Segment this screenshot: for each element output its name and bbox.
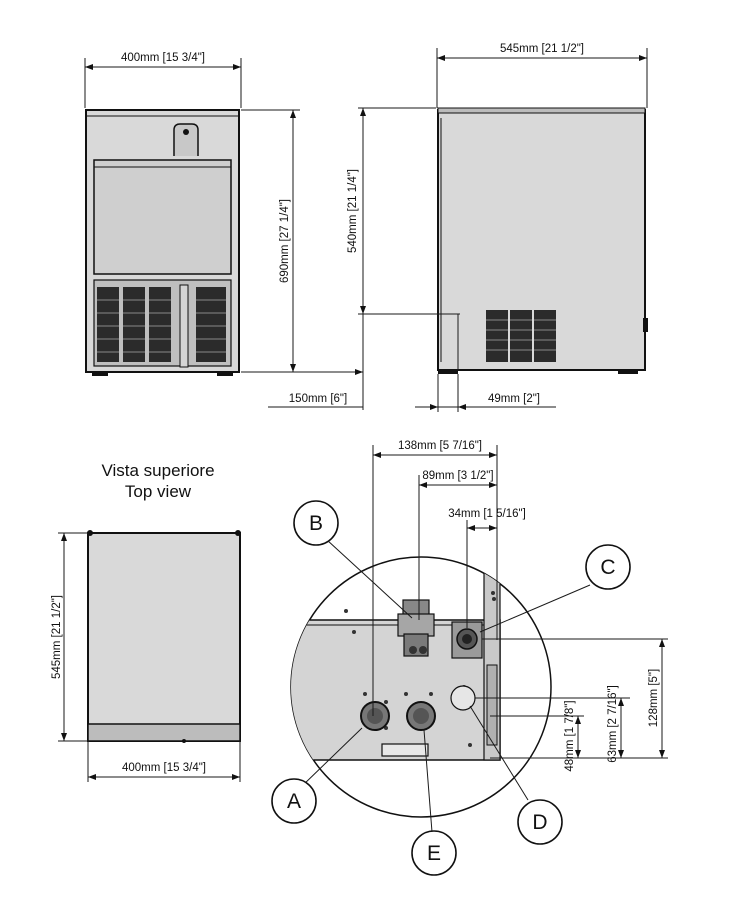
callout-a: A [271,778,317,824]
callout-d: D [517,799,563,845]
front-width-label: 400mm [15 3/4"] [121,52,205,64]
dim-63-label: 63mm [2 7/16"] [607,685,619,763]
callout-a-letter: A [287,790,301,813]
callout-d-letter: D [532,811,547,834]
callout-e-letter: E [427,842,441,865]
callout-c-letter: C [600,556,615,579]
front-view: 400mm [15 3/4"] 690mm [27 [84,52,300,376]
callout-e: E [411,830,457,876]
side-foot-label: 49mm [2"] [488,393,540,405]
dim-89-label: 89mm [3 1/2"] [422,470,493,482]
dim-138-label: 138mm [5 7/16"] [398,440,482,452]
side-offset-label: 150mm [6"] [289,393,347,405]
valve-b [397,599,435,657]
side-view: 545mm [21 1/2"] 540mm [21 1/4"] 150mm [6… [268,43,648,412]
dim-48-label: 48mm [1 7/8"] [564,700,576,771]
top-view-title-line2: Top view [125,482,192,501]
front-height-label: 690mm [27 1/4"] [279,199,291,283]
front-door [93,159,232,275]
callout-b: B [293,500,339,546]
top-view: Vista superiore Top view 545mm [21 1/2"]… [51,461,241,782]
callout-c: C [585,544,631,590]
dim-128-label: 128mm [5"] [648,669,660,727]
top-view-title-line1: Vista superiore [101,461,214,480]
front-handle [173,123,199,156]
top-body [87,532,241,742]
detail-view: 138mm [5 7/16"] 89mm [3 1/2"] 34mm [1 5/… [290,440,668,818]
top-depth-label: 545mm [21 1/2"] [51,595,63,679]
top-width-label: 400mm [15 3/4"] [122,762,206,774]
side-height-label: 540mm [21 1/4"] [347,169,359,253]
callouts: B C A D E [271,500,631,876]
side-depth-label: 545mm [21 1/2"] [500,43,584,55]
port-d [450,685,476,711]
callout-b-letter: B [309,512,323,535]
dim-34-label: 34mm [1 5/16"] [448,508,526,520]
